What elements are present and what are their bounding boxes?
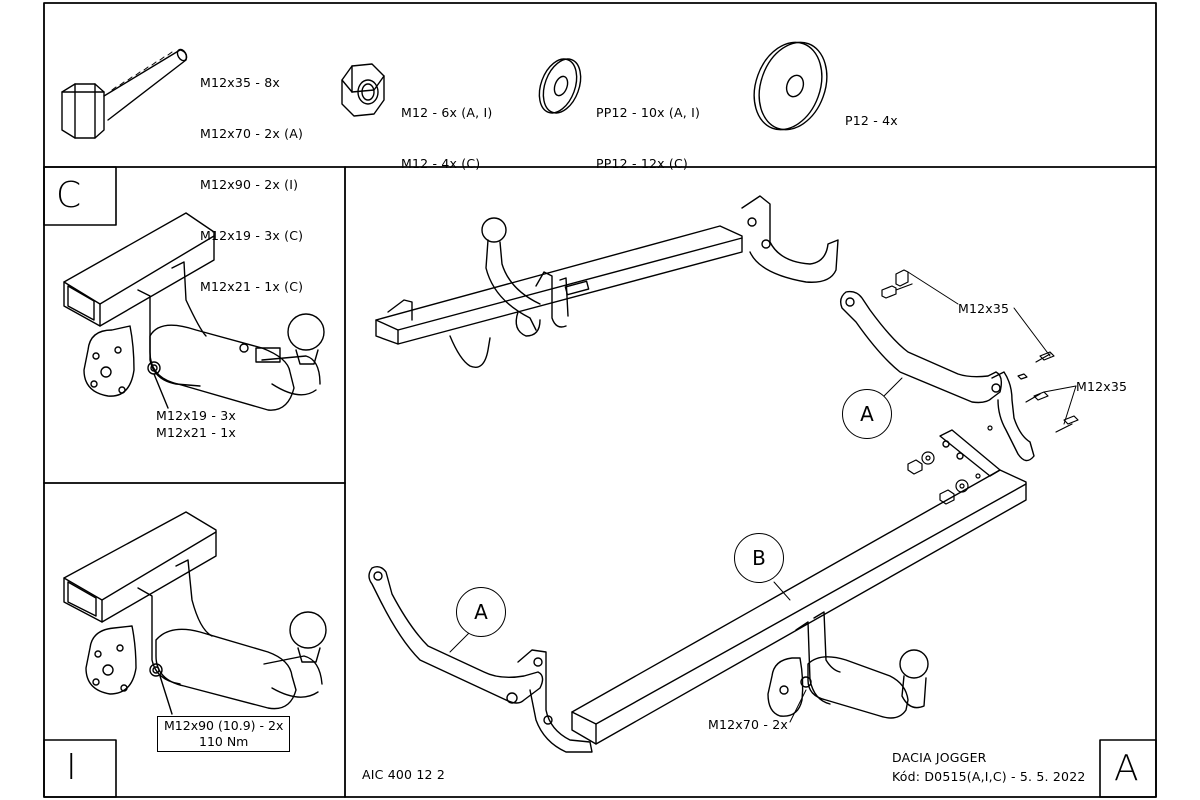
panel-i-letter: I — [66, 747, 77, 788]
assembled-hitch-view — [375, 195, 839, 368]
bolt-label-upper: M12x35 — [958, 301, 1010, 316]
washer-icon — [538, 58, 582, 114]
vehicle-name: DACIA JOGGER — [892, 750, 987, 765]
panel-i-bolt-label: M12x90 (10.9) - 2x — [164, 718, 284, 733]
product-code: AIC 400 12 2 — [362, 767, 446, 782]
bolt-spec: M12x70 - 2x (A) — [200, 126, 304, 141]
panel-c-letter: C — [56, 175, 82, 216]
bolt-icon — [61, 48, 188, 139]
plate-washer-icon — [753, 41, 828, 131]
bolt-spec: M12x35 - 8x — [200, 75, 281, 90]
outer-frame — [43, 2, 1157, 798]
panel-c-bolt-label-2: M12x21 - 1x — [156, 425, 237, 440]
exploded-hitch-view — [368, 269, 1079, 753]
washer-spec: PP12 - 10x (A, I) — [596, 105, 701, 120]
plate-spec-list: P12 - 4x — [845, 78, 898, 163]
nut-icon — [341, 63, 385, 117]
main-letter-box — [1099, 739, 1157, 798]
nut-spec-list: M12 - 6x (A, I) M12 - 4x (C) — [401, 70, 492, 206]
panel-i-torque-label: 110 Nm — [199, 734, 249, 749]
bolt-spec: M12x21 - 1x (C) — [200, 279, 304, 294]
drawing-code: Kód: D0515(A,I,C) - 5. 5. 2022 — [892, 769, 1086, 784]
panel-c-bolt-label-1: M12x19 - 3x — [156, 408, 237, 423]
panel-c-letter-box — [43, 166, 117, 226]
panel-i-hitch-illustration — [63, 511, 327, 715]
callout-a-upper: A — [842, 389, 892, 439]
main-letter: A — [1114, 748, 1139, 789]
nut-spec: M12 - 6x (A, I) — [401, 105, 493, 120]
callout-a-lower: A — [456, 587, 506, 637]
bolt-label-lower: M12x70 - 2x — [708, 717, 789, 732]
panel-c-hitch-illustration — [63, 212, 325, 411]
bolt-spec: M12x90 - 2x (I) — [200, 177, 299, 192]
bolt-label-right: M12x35 — [1076, 379, 1128, 394]
nut-spec: M12 - 4x (C) — [401, 156, 481, 171]
washer-spec: PP12 - 12x (C) — [596, 156, 688, 171]
panel-i-letter-box — [43, 739, 117, 798]
bolt-spec-list: M12x35 - 8x M12x70 - 2x (A) M12x90 - 2x … — [200, 40, 303, 329]
plate-spec: P12 - 4x — [845, 113, 898, 128]
bolt-spec: M12x19 - 3x (C) — [200, 228, 304, 243]
washer-spec-list: PP12 - 10x (A, I) PP12 - 12x (C) — [596, 70, 700, 206]
callout-b: B — [734, 533, 784, 583]
